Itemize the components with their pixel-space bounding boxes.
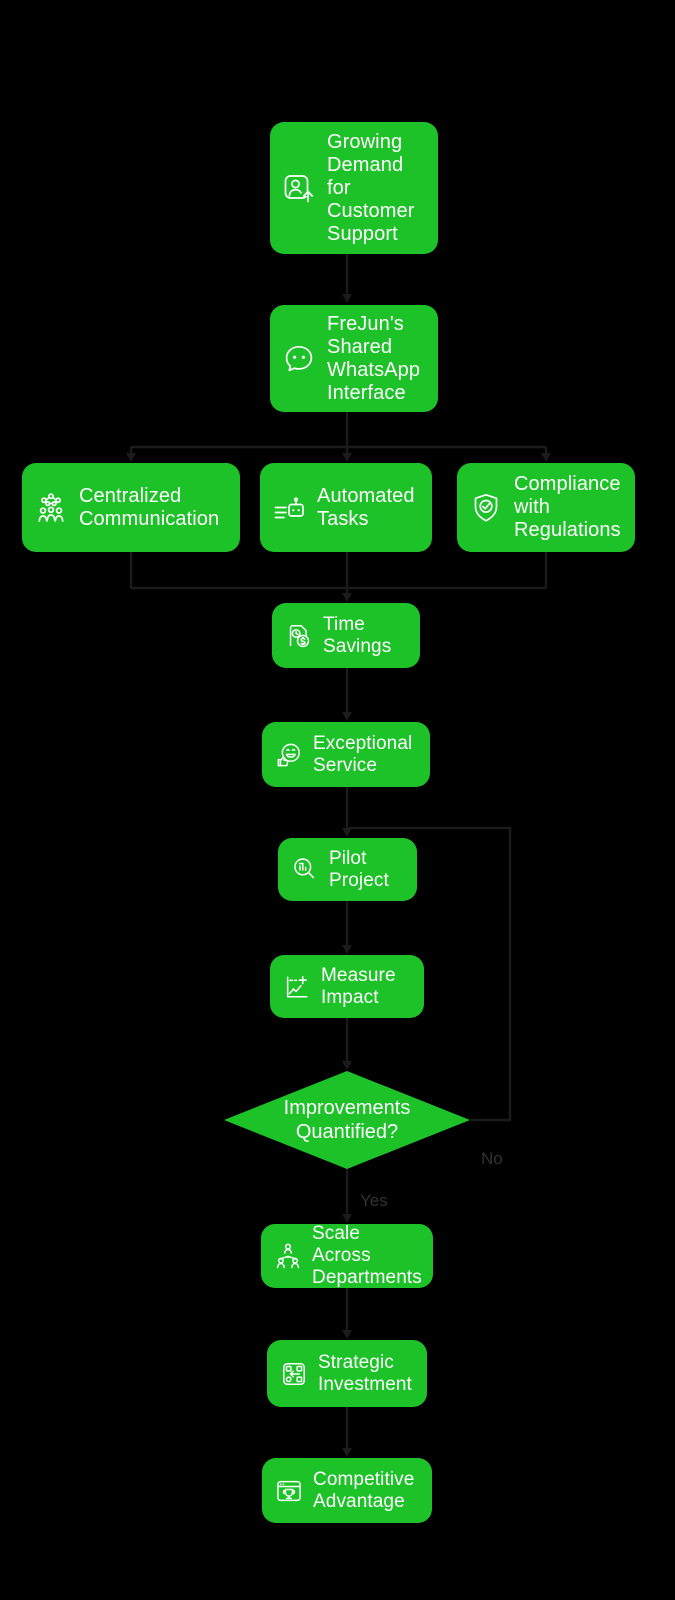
node-label: Compliance with Regulations	[514, 473, 621, 541]
robot-checklist-icon	[271, 490, 307, 526]
chat-bubble-icon	[281, 341, 317, 377]
flowchart-node-centralized-communication: Centralized Communication	[22, 463, 240, 552]
flowchart-decision-improvements-quantified: Improvements Quantified?	[224, 1071, 470, 1169]
node-label: Automated Tasks	[317, 484, 415, 530]
arrowhead-icon	[342, 1214, 352, 1223]
node-label: Pilot Project	[329, 847, 389, 891]
shield-check-icon	[468, 490, 504, 526]
arrowhead-icon	[126, 453, 136, 462]
arrowhead-icon	[342, 1330, 352, 1339]
node-label: Centralized Communication	[79, 484, 220, 530]
document-clock-dollar-icon	[283, 620, 315, 652]
flowchart-node-growing-demand: Growing Demand for Customer Support	[270, 122, 438, 254]
edge-label-no: No	[481, 1149, 503, 1168]
arrowhead-icon	[342, 1448, 352, 1457]
flowchart-node-compliance-regulations: Compliance with Regulations	[457, 463, 635, 552]
flowchart-node-strategic-investment: Strategic Investment	[267, 1340, 427, 1407]
connected-team-icon	[33, 490, 69, 526]
node-label: Scale Across Departments	[312, 1223, 422, 1288]
strategy-board-icon	[278, 1358, 310, 1390]
edge-label-yes: Yes	[360, 1191, 388, 1210]
flowchart-node-time-savings: Time Savings	[272, 603, 420, 668]
arrowhead-icon	[342, 593, 352, 602]
node-label: FreJun's Shared WhatsApp Interface	[327, 312, 421, 404]
trophy-window-icon	[273, 1475, 305, 1507]
arrowhead-icon	[342, 712, 352, 721]
magnifier-report-icon	[289, 854, 321, 886]
arrowhead-icon	[342, 294, 352, 303]
smiley-thumbs-up-icon	[273, 739, 305, 771]
arrowhead-icon	[342, 828, 352, 837]
flowchart-node-exceptional-service: Exceptional Service	[262, 722, 430, 787]
flowchart-node-measure-impact: Measure Impact	[270, 955, 424, 1018]
arrowhead-icon	[342, 453, 352, 462]
node-label: Exceptional Service	[313, 732, 413, 776]
connector-interface-branch	[129, 412, 548, 453]
flowchart-node-competitive-advantage: Competitive Advantage	[262, 1458, 432, 1523]
person-growth-icon	[281, 170, 317, 206]
connector-merge-to-time-savings	[129, 552, 548, 593]
arrowhead-icon	[342, 945, 352, 954]
flowchart-node-pilot-project: Pilot Project	[278, 838, 417, 901]
flowchart-node-automated-tasks: Automated Tasks	[260, 463, 432, 552]
chart-plus-icon	[281, 971, 313, 1003]
arrowhead-icon	[342, 1061, 352, 1070]
node-label: Measure Impact	[321, 964, 396, 1008]
node-label: Improvements Quantified?	[283, 1097, 411, 1143]
node-label: Time Savings	[323, 613, 392, 657]
arrowhead-icon	[541, 453, 551, 462]
flowchart-node-frejun-whatsapp-interface: FreJun's Shared WhatsApp Interface	[270, 305, 438, 412]
node-label: Strategic Investment	[318, 1351, 412, 1395]
node-label: Growing Demand for Customer Support	[327, 130, 415, 245]
team-hierarchy-icon	[272, 1240, 304, 1272]
node-label: Competitive Advantage	[313, 1468, 415, 1512]
flowchart-node-scale-across-departments: Scale Across Departments	[261, 1223, 433, 1288]
